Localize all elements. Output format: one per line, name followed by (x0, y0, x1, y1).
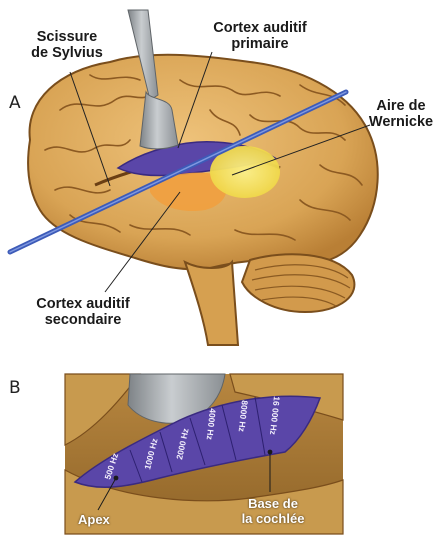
label-primary-line2: primaire (195, 36, 325, 52)
panel-letter-a: A (9, 93, 21, 113)
label-primary-auditory-cortex: Cortex auditif primaire (195, 20, 325, 52)
brainstem (185, 262, 238, 345)
label-base-line2: la cochlée (232, 511, 314, 526)
label-cochlear-base: Base de la cochlée (232, 496, 314, 526)
label-primary-line1: Cortex auditif (195, 20, 325, 36)
label-sylvian-fissure-line1: Scissure (8, 29, 126, 45)
label-sylvian-fissure-line2: de Sylvius (8, 45, 126, 61)
label-secondary-auditory-cortex: Cortex auditif secondaire (18, 296, 148, 328)
label-wernicke-line2: Wernicke (358, 114, 444, 130)
panel-letter-b: B (9, 378, 21, 398)
label-base-line1: Base de (232, 496, 314, 511)
label-secondary-line2: secondaire (18, 312, 148, 328)
label-secondary-line1: Cortex auditif (18, 296, 148, 312)
label-wernicke-area: Aire de Wernicke (358, 98, 444, 130)
label-apex: Apex (78, 512, 110, 527)
label-wernicke-line1: Aire de (358, 98, 444, 114)
cerebellum (242, 254, 354, 312)
label-sylvian-fissure: Scissure de Sylvius (8, 29, 126, 61)
